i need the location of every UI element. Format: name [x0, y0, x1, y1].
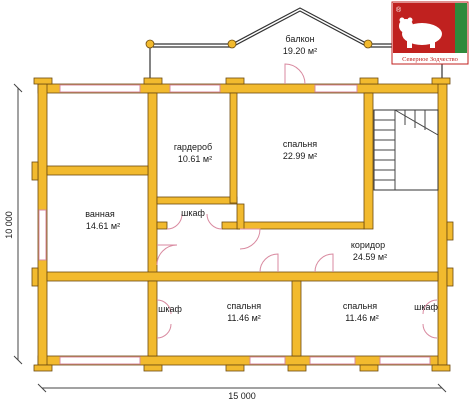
bear-icon: [399, 17, 442, 48]
company-logo: ® Северное Зодчество: [391, 1, 469, 65]
interior-walls: [46, 92, 439, 357]
room-name-closet-right: шкаф: [414, 302, 438, 312]
room-name-closet-left: шкаф: [158, 304, 182, 314]
room-area-bedroom-right: 11.46 м²: [345, 313, 379, 323]
room-area-bedroom-main: 22.99 м²: [283, 151, 317, 161]
room-area-bathroom: 14.61 м²: [86, 221, 120, 231]
room-name-bedroom-left: спальня: [227, 301, 261, 311]
room-area-balcony: 19.20 м²: [283, 46, 317, 56]
logo-caption: Северное Зодчество: [402, 56, 458, 63]
room-area-wardrobe: 10.61 м²: [178, 154, 212, 164]
room-area-bedroom-left: 11.46 м²: [227, 313, 261, 323]
doors: [156, 63, 438, 339]
dimension-height: 10 000: [4, 211, 14, 239]
room-name-corridor: коридор: [351, 240, 385, 250]
room-area-corridor: 24.59 м²: [353, 252, 387, 262]
windows: [38, 84, 431, 365]
room-name-balcony: балкон: [285, 34, 314, 44]
room-name-closet-top: шкаф: [181, 208, 205, 218]
room-name-bedroom-right: спальня: [343, 301, 377, 311]
room-name-bedroom-main: спальня: [283, 139, 317, 149]
dimension-lines: [13, 83, 447, 393]
staircase: [373, 109, 439, 191]
registered-mark: ®: [396, 6, 402, 14]
dimension-width: 15 000: [228, 391, 256, 401]
room-name-wardrobe: гардероб: [174, 142, 212, 152]
room-name-bathroom: ванная: [85, 209, 115, 219]
